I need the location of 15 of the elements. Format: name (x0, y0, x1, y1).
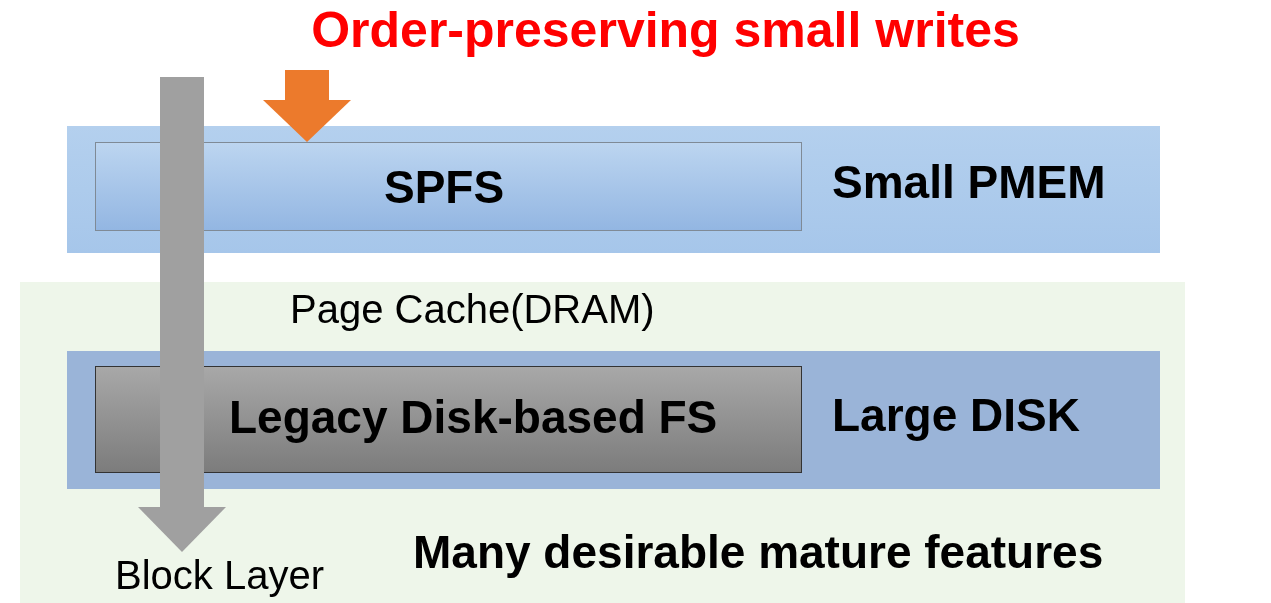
arrow (263, 70, 351, 142)
region-label: Many desirable mature features (413, 526, 1104, 579)
file-system-box (95, 142, 802, 231)
layer-label: Block Layer (115, 552, 375, 603)
memory-region (20, 282, 1185, 603)
layer-label: Large DISK (832, 389, 1080, 442)
box-label: SPFS (384, 161, 505, 214)
layer-label: Small PMEM (832, 156, 1106, 209)
file-system-box (95, 366, 802, 473)
region-label: Page Cache(DRAM) (290, 286, 655, 332)
title: Order-preserving small writes (310, 2, 1021, 60)
memory-layer-band (67, 126, 1160, 253)
box-label: Legacy Disk-based FS (229, 391, 718, 444)
arrow (138, 77, 226, 552)
storage-layer-band (67, 351, 1160, 489)
